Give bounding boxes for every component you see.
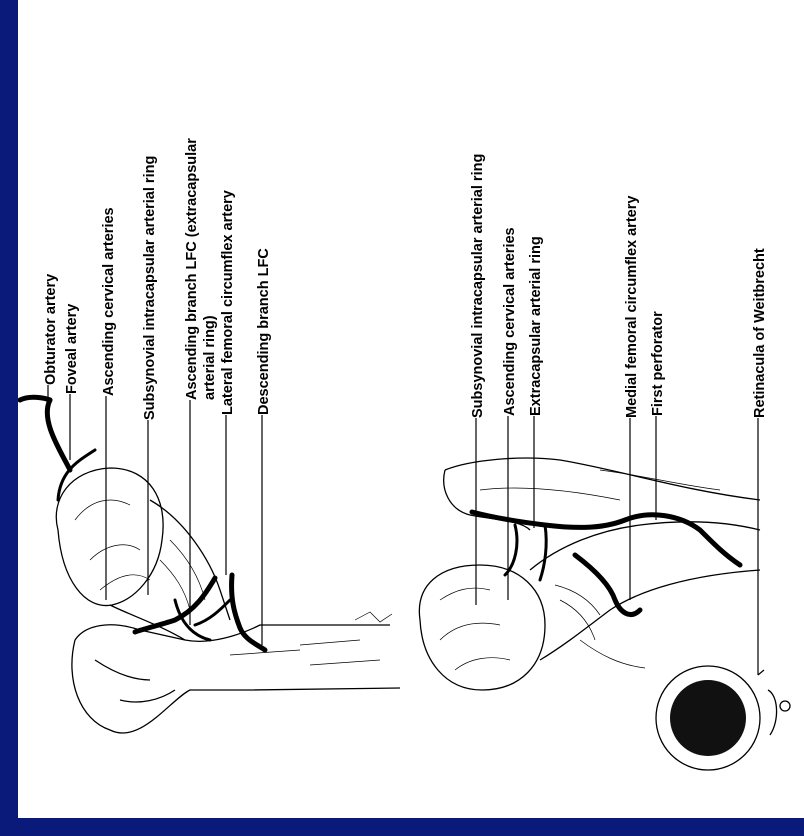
- label-ascending-cervical-arteries-anterior: Ascending cervical arteries: [101, 207, 117, 600]
- label-text: Descending branch LFC: [256, 248, 272, 415]
- label-first-perforator: First perforator: [650, 311, 666, 520]
- label-foveal-artery: Foveal artery: [64, 304, 80, 460]
- label-subsynovial-ring-anterior: Subsynovial intracapsular arterial ring: [142, 156, 158, 595]
- label-text: Foveal artery: [64, 304, 80, 394]
- label-descending-branch-lfc: Descending branch LFC: [256, 248, 272, 645]
- label-text: Subsynovial intracapsular arterial ring: [470, 154, 486, 418]
- label-text: Retinacula of Weitbrecht: [752, 248, 768, 418]
- label-medial-femoral-circumflex: Medial femoral circumflex artery: [624, 196, 640, 600]
- label-text: Subsynovial intracapsular arterial ring: [142, 156, 158, 420]
- label-text: Obturator artery: [43, 274, 59, 385]
- hip-blood-supply-diagram: Obturator artery Foveal artery Ascending…: [18, 0, 804, 818]
- label-text: Extracapsular arterial ring: [528, 236, 544, 416]
- label-text: Lateral femoral circumflex artery: [220, 190, 236, 415]
- label-text: Ascending cervical arteries: [101, 207, 117, 396]
- diagram-panel: Obturator artery Foveal artery Ascending…: [18, 0, 804, 818]
- label-text: Ascending cervical arteries: [502, 227, 518, 416]
- label-subsynovial-ring-posterior: Subsynovial intracapsular arterial ring: [470, 154, 486, 605]
- label-text: Ascending branch LFC (extracapsular: [184, 138, 200, 400]
- anterior-femur-drawing: [20, 397, 400, 733]
- label-obturator-artery: Obturator artery: [43, 274, 59, 398]
- label-extracapsular-ring: Extracapsular arterial ring: [528, 236, 544, 528]
- label-retinacula-weitbrecht: Retinacula of Weitbrecht: [752, 248, 768, 675]
- label-lateral-femoral-circumflex: Lateral femoral circumflex artery: [220, 190, 236, 575]
- label-text: Medial femoral circumflex artery: [624, 196, 640, 418]
- posterior-femur-drawing: [419, 458, 790, 770]
- label-text: arterial ring): [202, 315, 218, 400]
- label-text: First perforator: [650, 311, 666, 416]
